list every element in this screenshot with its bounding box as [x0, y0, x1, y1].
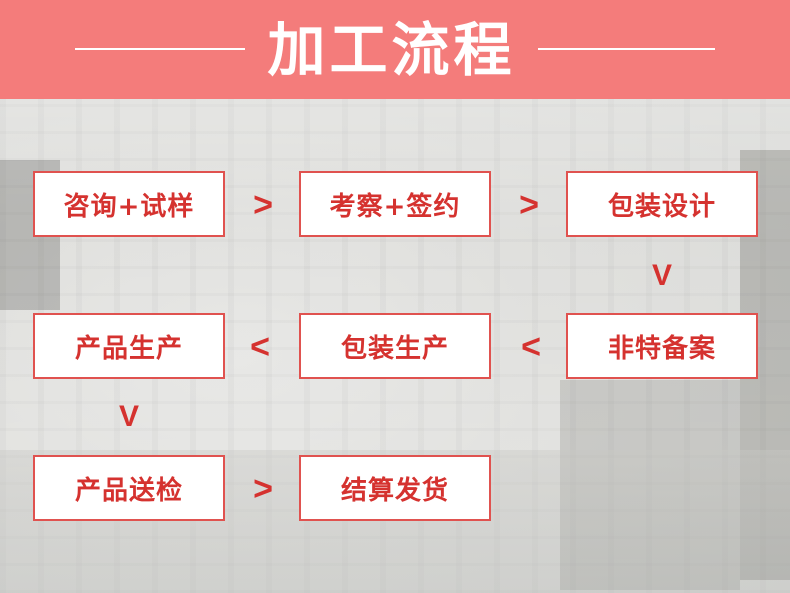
- header-divider-right: [538, 48, 715, 50]
- arrow-right-icon: >: [519, 186, 539, 224]
- step-filing: 非特备案: [566, 313, 758, 379]
- arrow-down-icon: V: [651, 259, 672, 292]
- step-package-design: 包装设计: [566, 171, 758, 237]
- background-equipment: [560, 380, 740, 590]
- arrow-left-icon: <: [521, 328, 541, 366]
- step-product-production: 产品生产: [33, 313, 225, 379]
- arrow-left-icon: <: [250, 328, 270, 366]
- page-title: 加工流程: [267, 16, 516, 84]
- arrow-right-icon: >: [253, 186, 273, 224]
- header-divider-left: [75, 48, 245, 50]
- step-inspect-sign: 考察+签约: [299, 171, 491, 237]
- step-consult-sample: 咨询+试样: [33, 171, 225, 237]
- header-banner: 加工流程: [0, 0, 790, 99]
- arrow-right-icon: >: [253, 470, 273, 508]
- arrow-down-icon: V: [118, 400, 139, 433]
- step-package-production: 包装生产: [299, 313, 491, 379]
- step-settle-ship: 结算发货: [299, 455, 491, 521]
- step-product-inspection: 产品送检: [33, 455, 225, 521]
